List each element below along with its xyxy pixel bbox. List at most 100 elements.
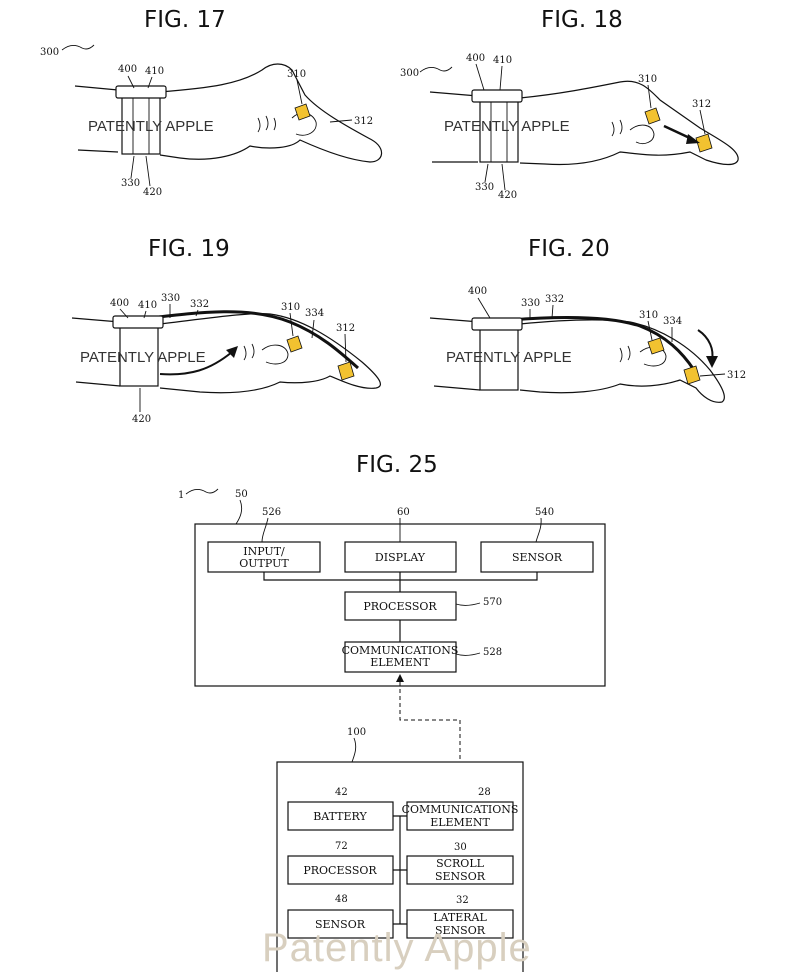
- fig-25-ref-48: 48: [335, 894, 348, 905]
- fig-25-ref-100: 100: [347, 727, 366, 738]
- fig-25-ref-528: 528: [483, 647, 502, 658]
- fig-25-ref-570: 570: [483, 597, 502, 608]
- fig-20-title: FIG. 20: [528, 236, 610, 262]
- ring-block-processor-label: PROCESSOR: [303, 864, 377, 877]
- fig-20-cable: [509, 316, 696, 371]
- fig-17-ref-310: 310: [287, 69, 306, 80]
- fig-17-watermark: PATENTLY APPLE: [88, 118, 214, 135]
- fig-18: FIG. 18 300 PATENTLY APPLE 400 410 310 3…: [400, 7, 739, 201]
- fig-20-ref-310: 310: [639, 310, 658, 321]
- fig-20-band: [479, 323, 519, 391]
- fig-18-hand-outline: [429, 80, 739, 166]
- fig-25-ref-30: 30: [454, 842, 467, 853]
- fig-25-ref-1: 1: [178, 490, 184, 501]
- fig-17: FIG. 17 300 PATENTLY APPLE 400 410 310 3…: [40, 7, 383, 198]
- fig-25-ref-32: 32: [456, 895, 469, 906]
- ring-block-lateral-line2: SENSOR: [435, 924, 486, 937]
- fig-25-ref-526: 526: [262, 507, 281, 518]
- fig-19-band: [119, 321, 159, 387]
- fig-25-ref-60: 60: [397, 507, 410, 518]
- fig-18-ring-310: [644, 107, 661, 125]
- block-comms-device-line1: COMMUNICATIONS: [342, 644, 459, 657]
- block-sensor: [480, 541, 594, 573]
- fig-18-watermark: PATENTLY APPLE: [444, 118, 570, 135]
- ring-block-battery-label: BATTERY: [313, 810, 367, 823]
- fig-17-ref-410: 410: [145, 66, 164, 77]
- block-comms-device: [344, 641, 457, 673]
- fig-25: FIG. 25 1 50 INPUT/ OUTPUT DISPLAY SENSO…: [178, 452, 606, 972]
- fig-19-ref-410: 410: [138, 300, 157, 311]
- ring-block-battery: [287, 801, 394, 831]
- fig-20-ref-400: 400: [468, 286, 487, 297]
- block-sensor-label: SENSOR: [512, 551, 563, 564]
- fig-19-cable: [149, 310, 359, 370]
- fig-20-ref-332: 332: [545, 294, 564, 305]
- ring-block-comms-line2: ELEMENT: [430, 816, 490, 829]
- footer-watermark: Patently Apple: [262, 926, 532, 970]
- ring-block-lateral-sensor: [406, 909, 514, 939]
- fig-17-ref-420: 420: [143, 187, 162, 198]
- block-processor-label: PROCESSOR: [363, 600, 437, 613]
- block-comms-device-line2: ELEMENT: [370, 656, 430, 669]
- block-input-output-line1: INPUT/: [243, 545, 285, 558]
- fig-19-ref-400: 400: [110, 298, 129, 309]
- fig-19: FIG. 19 PATENTLY APPLE 400 410 330 332 3…: [71, 236, 381, 425]
- fig-20-ref-334: 334: [663, 316, 682, 327]
- block-processor: [344, 591, 457, 621]
- fig-19-ref-332: 332: [190, 299, 209, 310]
- fig-18-title: FIG. 18: [541, 7, 623, 33]
- fig-17-band-clasp: [115, 85, 167, 99]
- fig-18-ring-312: [695, 133, 713, 153]
- fig-18-ref-300: 300: [400, 68, 419, 79]
- fig-25-ref-28: 28: [478, 787, 491, 798]
- fig-18-ref-400: 400: [466, 53, 485, 64]
- ring-block-scroll-line1: SCROLL: [436, 857, 485, 870]
- fig-19-ring-310: [286, 335, 303, 353]
- ring-block-comms-line1: COMMUNICATIONS: [402, 803, 519, 816]
- fig-19-ring-312: [337, 361, 355, 381]
- ring-block-sensor-label: SENSOR: [315, 918, 366, 931]
- fig-18-ref-410: 410: [493, 55, 512, 66]
- fig-25-ref-540: 540: [535, 507, 554, 518]
- fig-17-hand-outline: [74, 63, 383, 163]
- ring-block-scroll-sensor: [406, 855, 514, 885]
- fig-19-ref-312: 312: [336, 323, 355, 334]
- ring-block-comms: [406, 801, 514, 831]
- fig-25-ref-50: 50: [235, 489, 248, 500]
- fig-19-ref-330: 330: [161, 293, 180, 304]
- ring-block-processor: [287, 855, 394, 885]
- fig-17-ref-300: 300: [40, 47, 59, 58]
- fig-17-knuckles: [257, 115, 276, 133]
- fig-17-band: [121, 89, 161, 155]
- fig-18-ref-330: 330: [475, 182, 494, 193]
- ring-block-sensor: [287, 909, 394, 939]
- fig-18-ref-312: 312: [692, 99, 711, 110]
- fig-20-ring-312: [683, 365, 701, 385]
- fig-17-ring: [294, 103, 311, 121]
- fig-19-ref-310: 310: [281, 302, 300, 313]
- fig-25-title: FIG. 25: [356, 452, 438, 478]
- fig-25-ref-72: 72: [335, 841, 348, 852]
- fig-17-ref-400: 400: [118, 64, 137, 75]
- ring-block-lateral-line1: LATERAL: [433, 911, 487, 924]
- fig-17-ref-312: 312: [354, 116, 373, 127]
- fig-20: FIG. 20 PATENTLY APPLE 400 330 332 310 3…: [429, 236, 746, 403]
- ring-block-scroll-line2: SENSOR: [435, 870, 486, 883]
- fig-18-ref-420: 420: [498, 190, 517, 201]
- fig-19-ref-334: 334: [305, 308, 324, 319]
- block-input-output-line2: OUTPUT: [239, 557, 289, 570]
- fig-20-ring-310: [647, 337, 665, 355]
- fig-20-ref-330: 330: [521, 298, 540, 309]
- fig-20-watermark: PATENTLY APPLE: [446, 349, 572, 366]
- fig-18-band: [479, 95, 519, 163]
- fig-19-ref-420: 420: [132, 414, 151, 425]
- fig-17-title: FIG. 17: [144, 7, 226, 33]
- fig-19-title: FIG. 19: [148, 236, 230, 262]
- fig-25-ref-42: 42: [335, 787, 348, 798]
- block-display-label: DISPLAY: [375, 551, 426, 564]
- fig-20-ref-312: 312: [727, 370, 746, 381]
- fig-19-watermark: PATENTLY APPLE: [80, 349, 206, 366]
- fig-17-ref-330: 330: [121, 178, 140, 189]
- fig-17-leader-arrow: [61, 44, 95, 51]
